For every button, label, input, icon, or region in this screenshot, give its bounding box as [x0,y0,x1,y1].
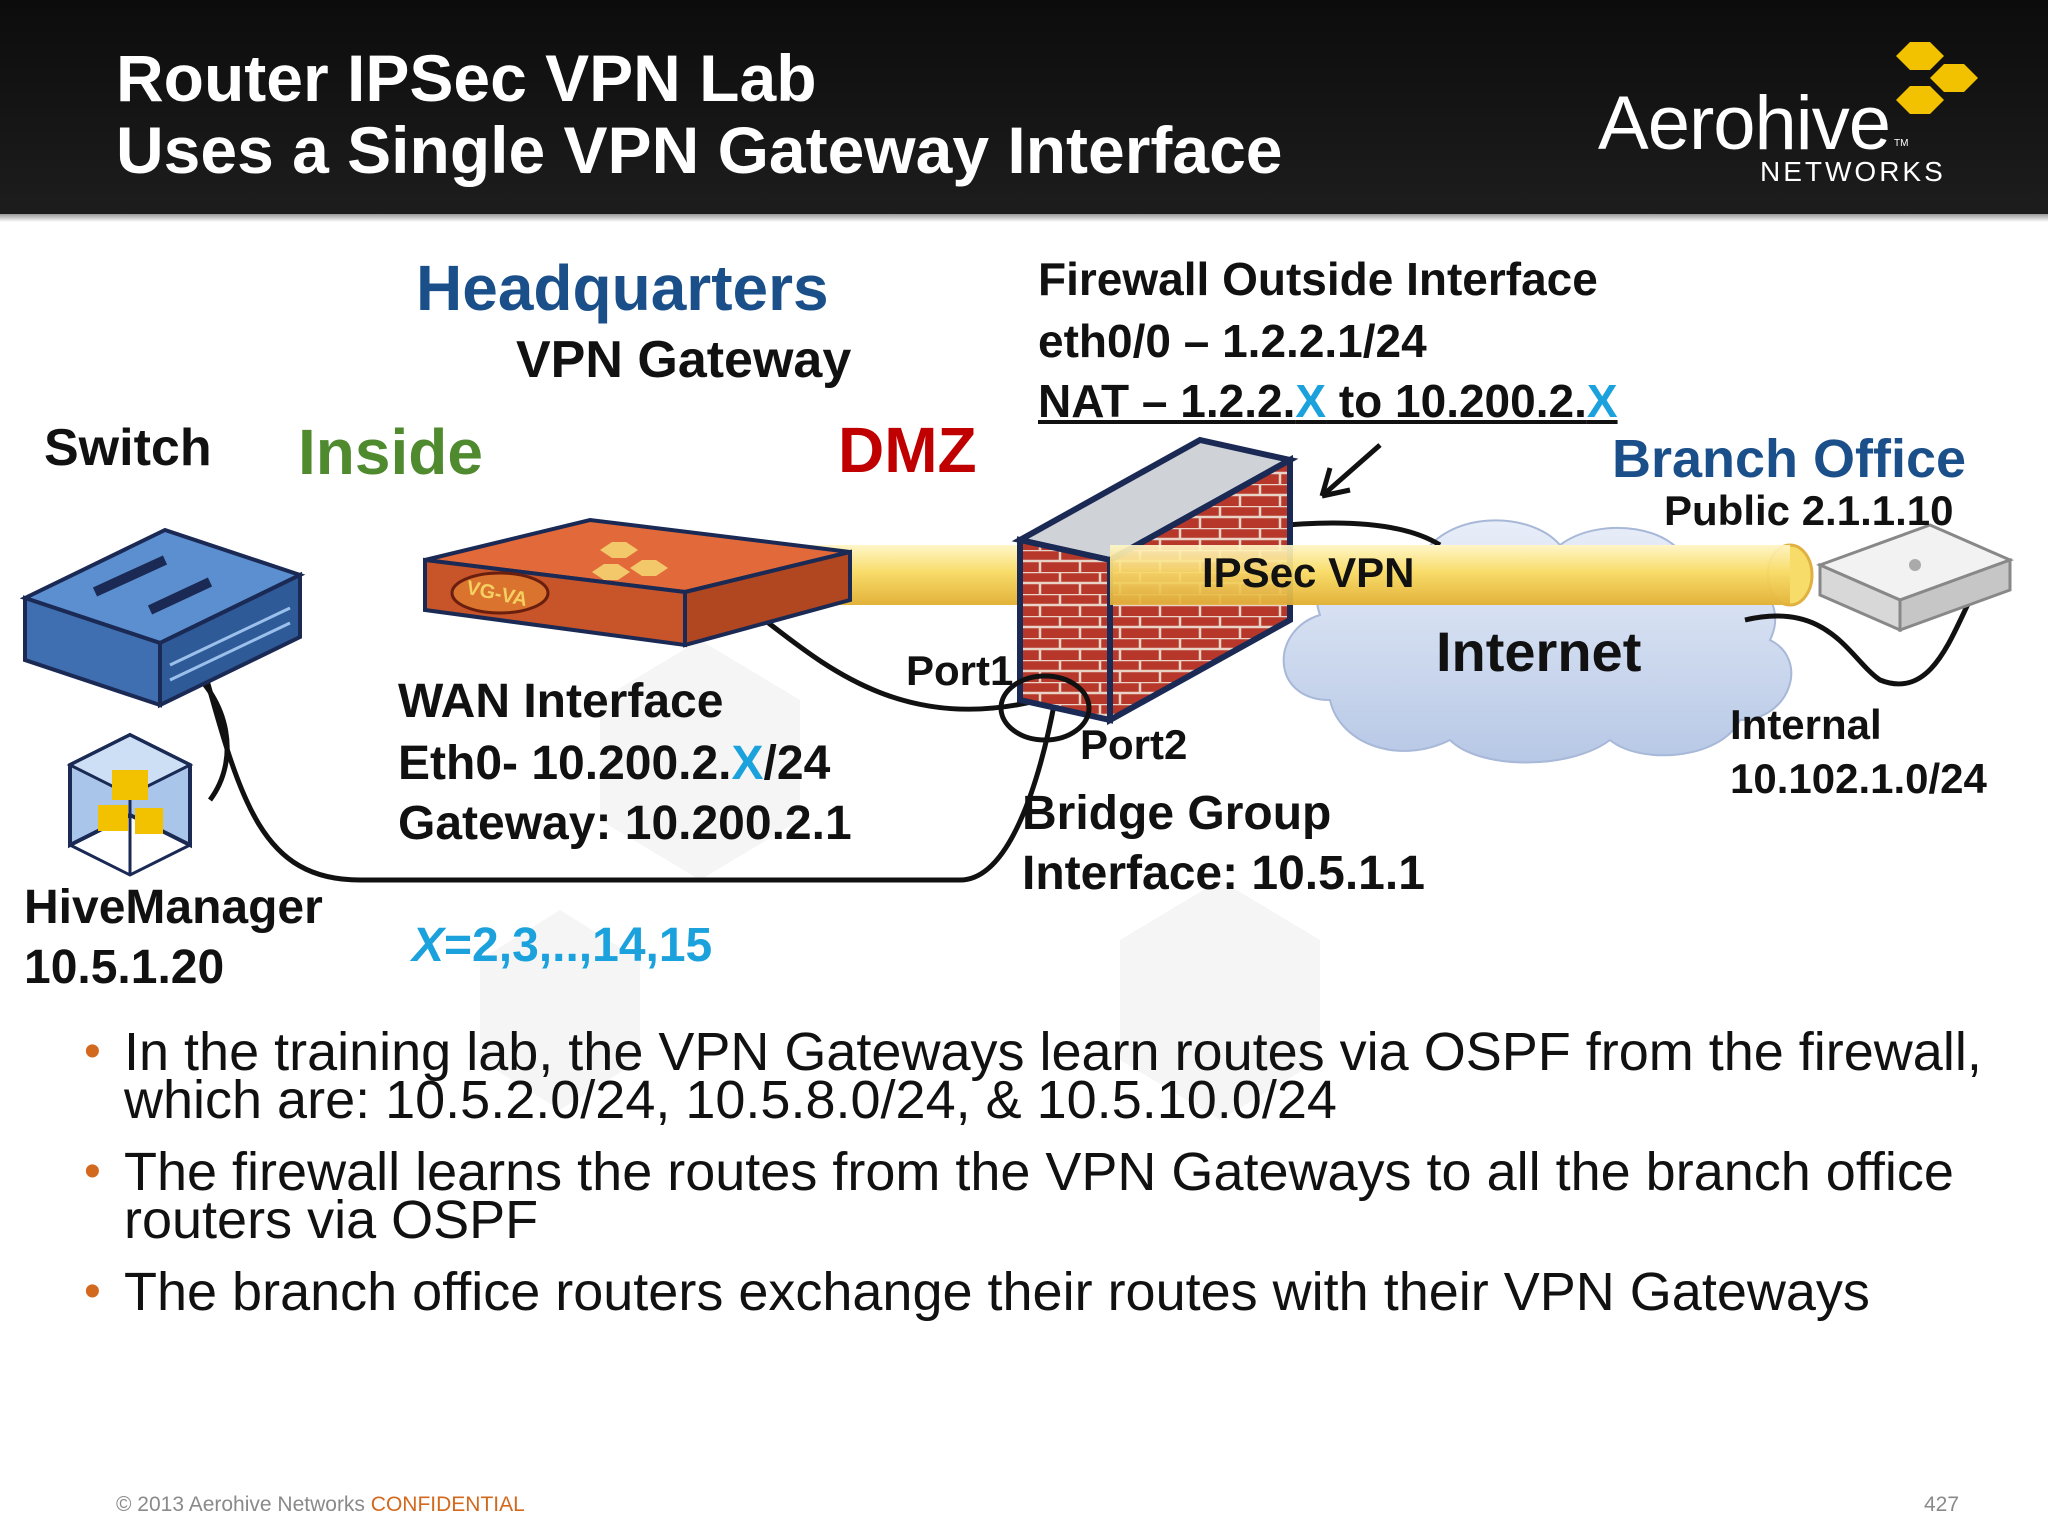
slide-title-line1: Router IPSec VPN Lab [116,41,817,115]
wan-eth0-suffix: /24 [763,737,831,790]
port1-label: Port1 [906,647,1014,694]
bullet-dot-icon: • [84,1265,101,1318]
aerohive-logo-text: Aerohive [1598,81,1891,166]
header-bar: Router IPSec VPN Lab Uses a Single VPN G… [0,0,2048,214]
hivemanager-icon [66,732,194,877]
ipsec-vpn-label: IPSec VPN [1202,549,1415,596]
page-number: 427 [1924,1493,1960,1516]
confidential-label: CONFIDENTIAL [370,1493,525,1516]
footer-copyright: © 2013 Aerohive Networks CONFIDENTIAL [116,1493,525,1517]
hivemanager-label: HiveManager [24,881,323,934]
bullet-list: • In the training lab, the VPN Gateways l… [80,1025,2020,1340]
wan-eth0-prefix: Eth0- 10.200.2. [398,737,732,790]
vpn-gateway-appliance-icon [423,517,852,648]
bullet-text: The firewall learns the routes from the … [124,1142,1954,1250]
bridge-group-label: Bridge Group [1022,787,1332,840]
nat-prefix: NAT – 1.2.2. [1038,375,1296,427]
copyright-text: © 2013 Aerohive Networks [116,1493,371,1516]
firewall-outside-interface-label: Firewall Outside Interface [1038,253,1598,305]
branch-office-label: Branch Office [1612,429,1967,489]
internal-label: Internal [1730,701,1882,748]
x-values-label: X=2,3,..,14,15 [412,922,712,970]
bullet-text: In the training lab, the VPN Gateways le… [124,1022,1982,1130]
inside-zone-label: Inside [298,416,483,488]
bullet-dot-icon: • [84,1025,101,1078]
x-variable: X [412,919,445,972]
bridge-group-interface-label: Interface: 10.5.1.1 [1022,847,1425,900]
wan-gateway-label: Gateway: 10.200.2.1 [398,797,852,850]
bullet-item: • The branch office routers exchange thei… [80,1265,2020,1319]
aerohive-logo-subtext: NETWORKS [1760,156,1946,187]
nat-arrow-icon [1319,443,1382,499]
switch-label: Switch [44,419,212,477]
port2-label: Port2 [1080,721,1188,768]
bullet-item: • The firewall learns the routes from the… [80,1145,2020,1247]
wan-eth0-label: Eth0- 10.200.2.X/24 [398,740,830,788]
background-hexagons [480,640,1320,1120]
firewall-nat-label: NAT – 1.2.2.X to 10.200.2.X [1038,378,1618,424]
dmz-zone-label: DMZ [838,414,977,486]
wan-x-placeholder: X [731,737,764,790]
nat-x-placeholder-1: X [1295,375,1327,427]
branch-public-ip-label: Public 2.1.1.10 [1664,487,1954,534]
branch-router-icon [1815,523,2015,633]
firewall-icon [1011,436,1299,726]
wan-interface-label: WAN Interface [398,675,724,728]
internal-network-label: 10.102.1.0/24 [1730,755,1987,802]
aerohive-logo-tm: TM [1894,138,1909,149]
nat-x-placeholder-2: X [1586,375,1618,427]
switch-icon [19,527,306,709]
port-highlight-ellipse [998,673,1092,743]
aerohive-logo-icon [1896,42,1978,114]
header-shadow [0,214,2048,222]
firewall-eth0-label: eth0/0 – 1.2.2.1/24 [1038,315,1427,367]
hivemanager-ip-label: 10.5.1.20 [24,941,225,994]
bullet-item: • In the training lab, the VPN Gateways l… [80,1025,2020,1127]
slide-title-line2: Uses a Single VPN Gateway Interface [116,113,1283,187]
nat-middle: to 10.200.2. [1326,375,1587,427]
bullet-text: The branch office routers exchange their… [124,1262,1870,1322]
bullet-dot-icon: • [84,1145,101,1198]
vpn-gateway-label: VPN Gateway [516,331,852,389]
x-range: =2,3,..,14,15 [444,919,713,972]
headquarters-label: Headquarters [416,252,829,324]
internet-label: Internet [1436,620,1642,683]
